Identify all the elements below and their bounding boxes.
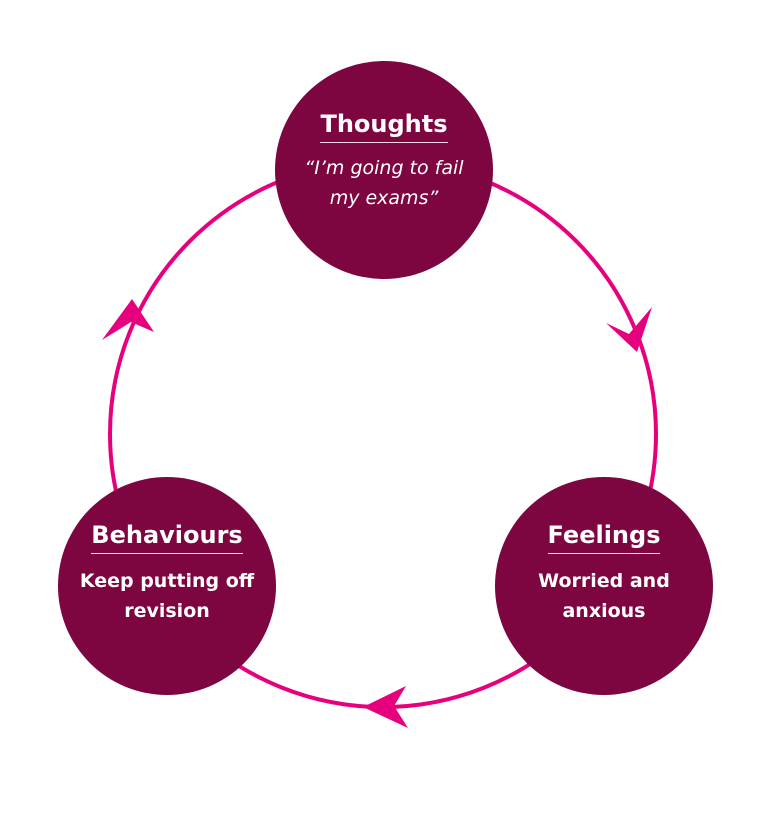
arrow-feelings-to-behaviours-icon [363, 686, 408, 728]
behaviours-text: Keep putting off revision [79, 570, 255, 622]
feelings-text: Worried and anxious [538, 570, 670, 622]
feelings-node: Feelings Worried and anxious [495, 477, 713, 695]
thoughts-node: Thoughts “I’m going to fail my exams” [275, 61, 493, 279]
thoughts-title: Thoughts [320, 109, 448, 143]
behaviours-title: Behaviours [91, 520, 243, 554]
arrow-thoughts-to-feelings-icon [606, 307, 652, 352]
feelings-title: Feelings [547, 520, 661, 554]
behaviours-node: Behaviours Keep putting off revision [58, 477, 276, 695]
thoughts-text: “I’m going to fail my exams” [304, 157, 464, 209]
arrow-behaviours-to-thoughts-icon [102, 299, 154, 340]
